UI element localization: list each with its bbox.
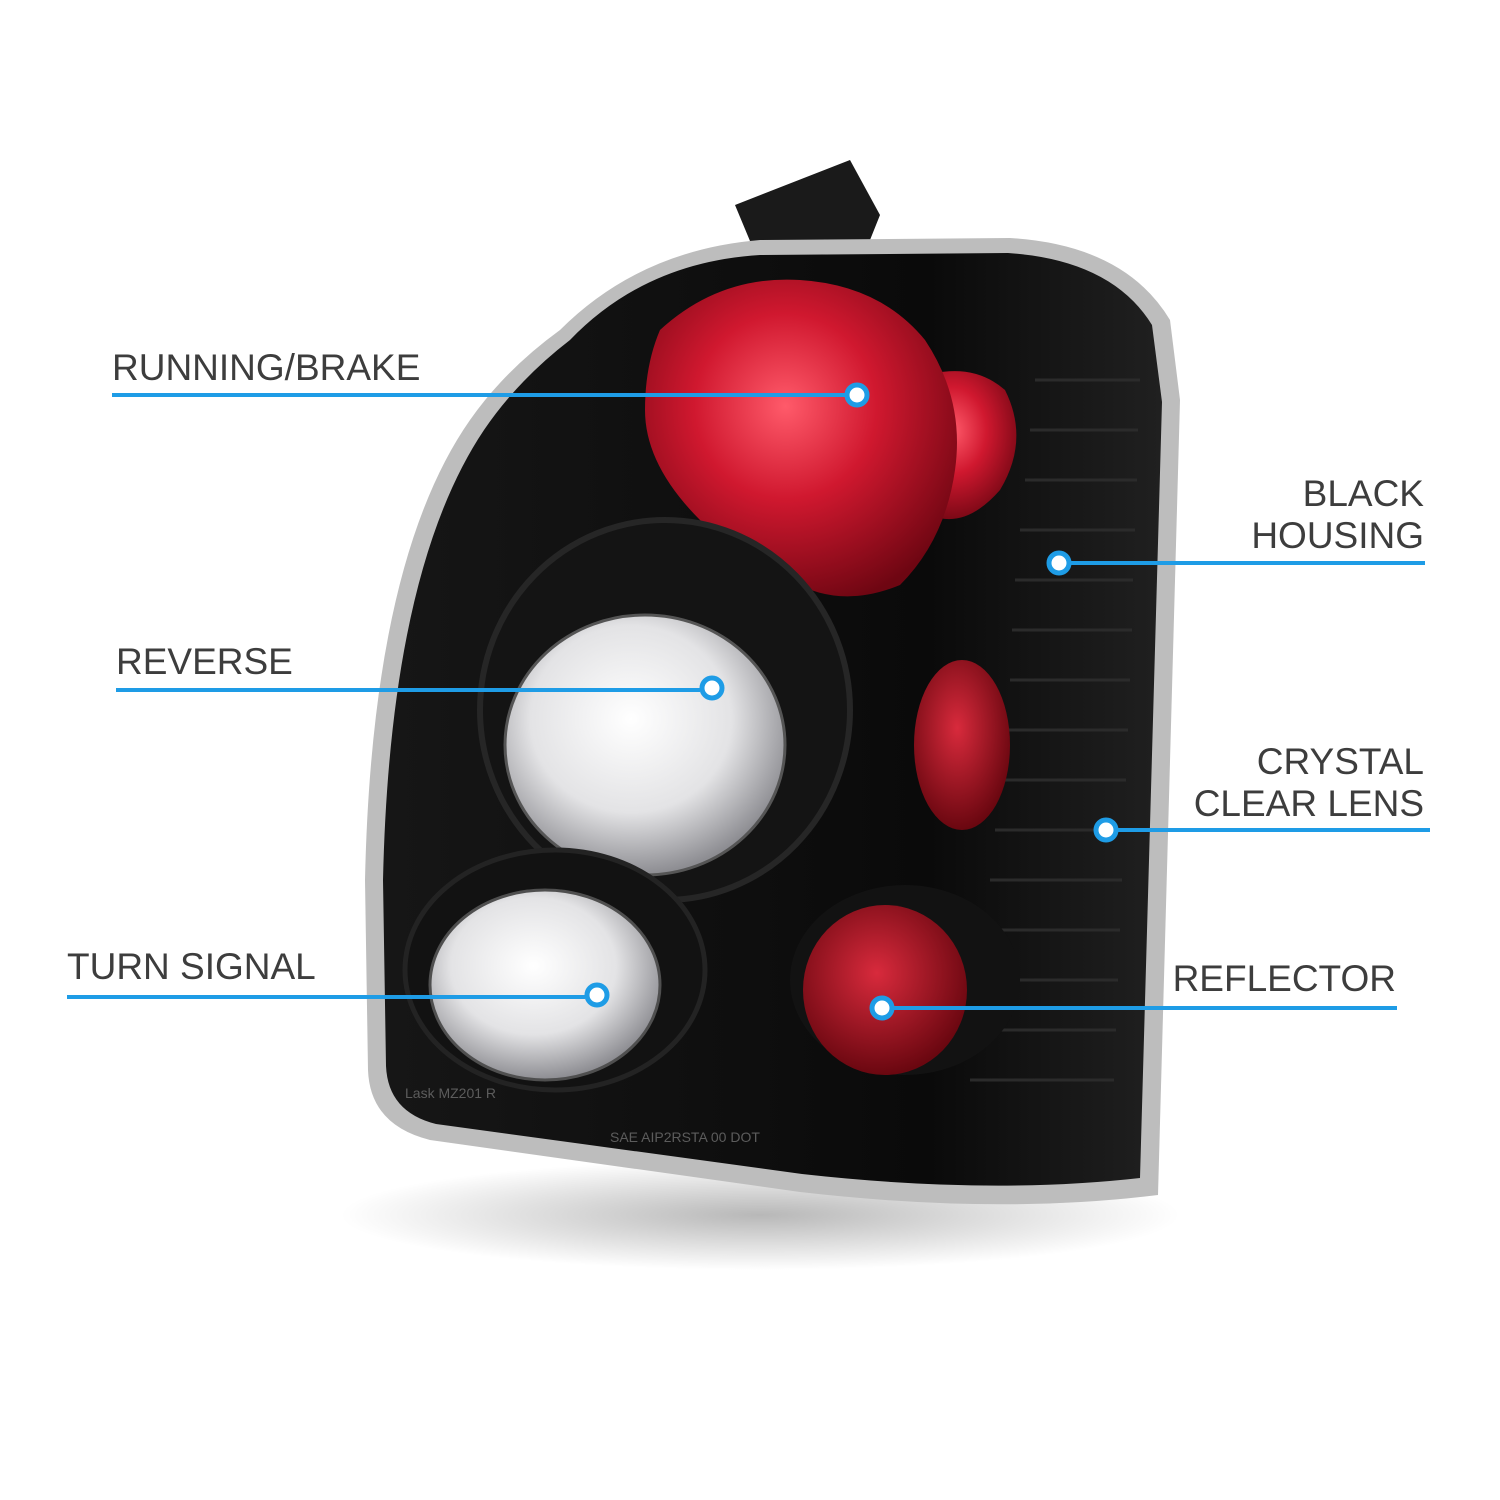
callout-dot-turn-signal xyxy=(584,982,610,1008)
label-crystal-clear-lens: CRYSTAL CLEAR LENS xyxy=(1193,741,1424,824)
label-black-housing: BLACK HOUSING xyxy=(1251,473,1424,556)
label-reflector: REFLECTOR xyxy=(1172,958,1396,999)
brake-lens xyxy=(645,279,957,597)
callout-dot-reverse xyxy=(699,675,725,701)
callout-dot-reflector xyxy=(869,995,895,1021)
side-reflector xyxy=(914,660,1010,830)
reverse-lens xyxy=(503,613,787,877)
certification-marking: SAE AIP2RSTA 00 DOT xyxy=(610,1129,760,1145)
label-turn-signal: TURN SIGNAL xyxy=(67,946,316,987)
part-number-marking: Lask MZ201 R xyxy=(405,1085,496,1101)
label-reverse: REVERSE xyxy=(116,641,293,682)
callout-dot-black-housing xyxy=(1046,550,1072,576)
lower-reflector xyxy=(803,905,967,1075)
mounting-tab xyxy=(735,160,880,265)
turn-signal-lens xyxy=(428,888,662,1082)
label-running-brake: RUNNING/BRAKE xyxy=(112,347,421,388)
callout-dot-running-brake xyxy=(844,382,870,408)
callout-dots xyxy=(584,382,1119,1021)
callout-lines xyxy=(67,393,1430,1010)
callout-dot-crystal-clear-lens xyxy=(1093,817,1119,843)
housing-ribs xyxy=(970,378,1140,1082)
